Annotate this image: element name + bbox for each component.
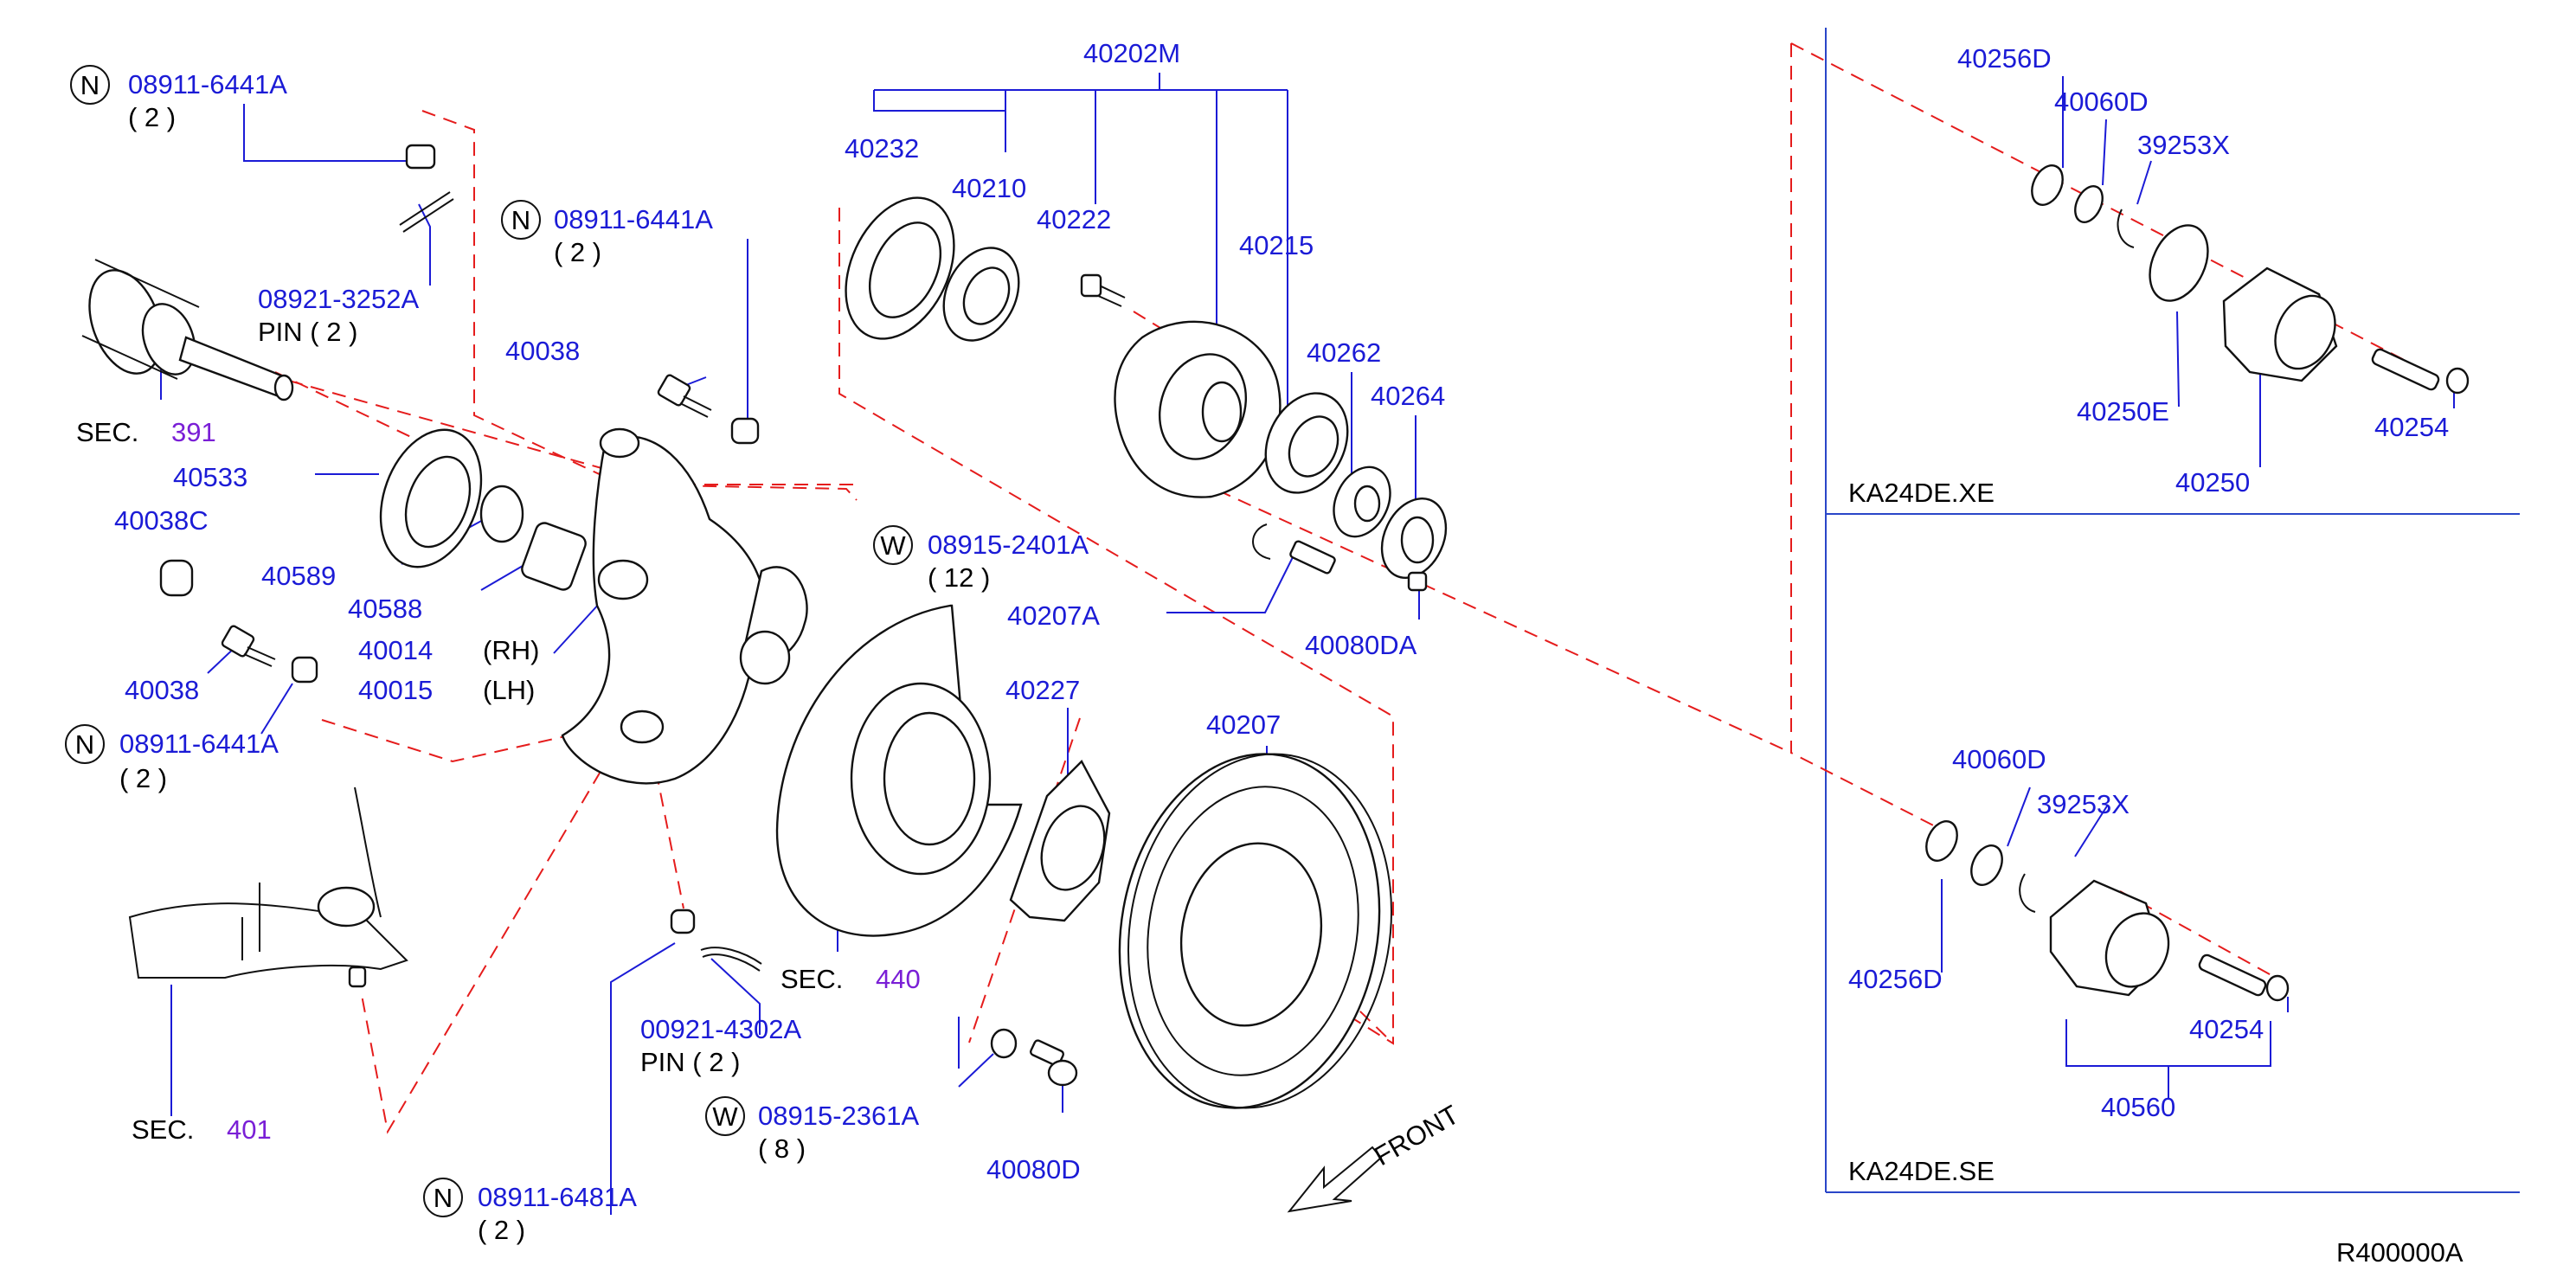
label-40588: 40588 (348, 594, 422, 624)
front-label: FRONT (1369, 1099, 1464, 1172)
label-40215: 40215 (1239, 230, 1314, 260)
label-lh: (LH) (483, 675, 535, 705)
pin-00921-4302A-label: PIN ( 2 ) (640, 1047, 740, 1077)
n-marker-4: N (434, 1183, 453, 1213)
front-arrow-icon (1287, 1146, 1383, 1213)
sec-391-prefix: SEC. (76, 417, 138, 447)
w-marker-1: W (880, 530, 906, 561)
label-40038-low: 40038 (125, 675, 199, 705)
leader-lines (160, 73, 2455, 1215)
n-08911-6441A-top-code: 08911-6441A (128, 69, 287, 100)
label-40060D-se: 40060D (1952, 744, 2046, 774)
panel-title-xe: KA24DE.XE (1848, 478, 1995, 508)
label-40264: 40264 (1371, 381, 1445, 411)
n-08911-6481A-code: 08911-6481A (478, 1182, 637, 1212)
n-marker-2: N (511, 205, 530, 235)
label-40227: 40227 (1005, 675, 1080, 705)
sec-401-number: 401 (227, 1114, 272, 1145)
pin-08921-3252A-code: 08921-3252A (258, 284, 419, 314)
label-40254-se: 40254 (2189, 1014, 2264, 1044)
label-40589: 40589 (261, 561, 336, 591)
label-40232: 40232 (845, 133, 919, 164)
sec-391-number: 391 (171, 417, 216, 447)
label-40202M: 40202M (1083, 38, 1180, 68)
part-number-labels: 40202M 40232 40210 40222 40215 40262 402… (114, 38, 2449, 1184)
label-40060D-xe: 40060D (2054, 87, 2149, 117)
w-marker-2: W (712, 1101, 738, 1132)
drive-shaft-drawing (81, 259, 294, 401)
label-40560: 40560 (2101, 1092, 2175, 1122)
label-40210: 40210 (952, 173, 1026, 203)
label-40207A: 40207A (1007, 600, 1100, 631)
n-08911-6441A-mid-code: 08911-6441A (554, 204, 713, 234)
label-40262: 40262 (1307, 337, 1381, 368)
label-39253X-xe: 39253X (2137, 130, 2230, 160)
label-40254-xe: 40254 (2374, 412, 2449, 442)
label-40256D-xe: 40256D (1957, 43, 2052, 74)
n-08911-6441A-mid-qty: ( 2 ) (554, 237, 601, 267)
callout-texts: 08911-6441A ( 2 ) 08911-6441A ( 2 ) 0891… (119, 69, 1089, 1245)
n-08911-6481A-qty: ( 2 ) (478, 1215, 525, 1245)
label-40014: 40014 (358, 635, 433, 665)
section-references: SEC. 391 SEC. 440 SEC. 401 (76, 417, 921, 1145)
label-40038C: 40038C (114, 505, 209, 536)
w-08915-2401A-qty: ( 12 ) (928, 562, 990, 593)
label-39253X-se: 39253X (2037, 789, 2130, 819)
w-08915-2361A-qty: ( 8 ) (758, 1133, 806, 1164)
label-40256D-se: 40256D (1848, 964, 1943, 994)
label-40222: 40222 (1037, 204, 1111, 234)
label-40250E: 40250E (2077, 396, 2169, 427)
w-08915-2361A-code: 08915-2361A (758, 1101, 919, 1131)
panel-title-se: KA24DE.SE (1848, 1156, 1995, 1186)
n-08911-6441A-top-qty: ( 2 ) (128, 102, 176, 132)
label-40207: 40207 (1206, 709, 1281, 740)
parts-drawings (81, 144, 2470, 1213)
label-40250: 40250 (2175, 467, 2250, 498)
sec-440-number: 440 (876, 964, 921, 994)
n-08911-6441A-low-code: 08911-6441A (119, 729, 279, 759)
figure-id: R400000A (2336, 1237, 2464, 1268)
w-08915-2401A-code: 08915-2401A (928, 530, 1089, 560)
label-40015: 40015 (358, 675, 433, 705)
n-marker-1: N (80, 70, 100, 100)
label-rh: (RH) (483, 635, 539, 665)
label-40533: 40533 (173, 462, 247, 492)
label-40080D: 40080D (986, 1154, 1081, 1184)
panel-frames (1825, 28, 2520, 1193)
label-40038-top: 40038 (505, 336, 580, 366)
n-08911-6441A-low-qty: ( 2 ) (119, 763, 167, 793)
sec-401-prefix: SEC. (132, 1114, 194, 1145)
circle-markers: N N N N W W (65, 65, 913, 1217)
sec-440-prefix: SEC. (781, 964, 843, 994)
n-marker-3: N (75, 729, 94, 760)
misc-labels: KA24DE.XE KA24DE.SE FRONT R400000A (1369, 478, 2464, 1268)
pin-08921-3252A-label: PIN ( 2 ) (258, 317, 357, 347)
bolt-40038-top (657, 374, 712, 418)
pin-00921-4302A-code: 00921-4302A (640, 1014, 801, 1044)
label-40080DA: 40080DA (1305, 630, 1417, 660)
